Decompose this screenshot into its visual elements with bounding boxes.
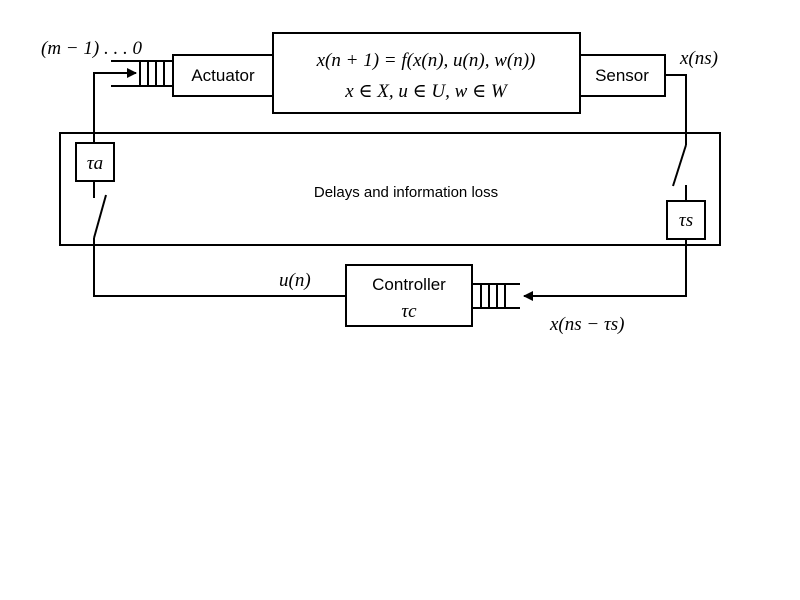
controller-label: Controller <box>372 275 446 294</box>
plant-equation: x(n + 1) = f(x(n), u(n), w(n)) <box>316 50 536 71</box>
tau-s-box <box>666 200 706 240</box>
controller-box <box>345 264 473 327</box>
actuator-buffer <box>111 60 173 87</box>
sensor-label: Sensor <box>595 66 649 85</box>
delays-region-label: Delays and information loss <box>314 184 498 201</box>
tau-s-label: τs <box>679 210 693 231</box>
tau-a-box <box>75 142 115 182</box>
actuator-switch <box>93 194 107 239</box>
sensor-feedback-path <box>523 74 687 301</box>
sensor-box <box>579 54 666 97</box>
controller-buffer <box>472 283 520 309</box>
controller-delay-label: τc <box>401 301 417 322</box>
plant-box <box>272 32 581 114</box>
buffer-index-label: (m − 1) . . . 0 <box>41 38 142 59</box>
delayed-measurement-label: x(ns − τs) <box>549 314 625 335</box>
sensor-output-label: x(ns) <box>679 48 718 69</box>
tau-a-label: τa <box>87 153 103 174</box>
sensor-switch <box>672 144 687 187</box>
plant-constraints: x ∈ X, u ∈ U, w ∈ W <box>344 81 509 102</box>
delays-region-box <box>59 132 721 246</box>
control-input-path <box>93 68 346 297</box>
control-input-label: u(n) <box>279 270 311 291</box>
actuator-box <box>172 54 274 97</box>
actuator-label: Actuator <box>191 66 255 85</box>
